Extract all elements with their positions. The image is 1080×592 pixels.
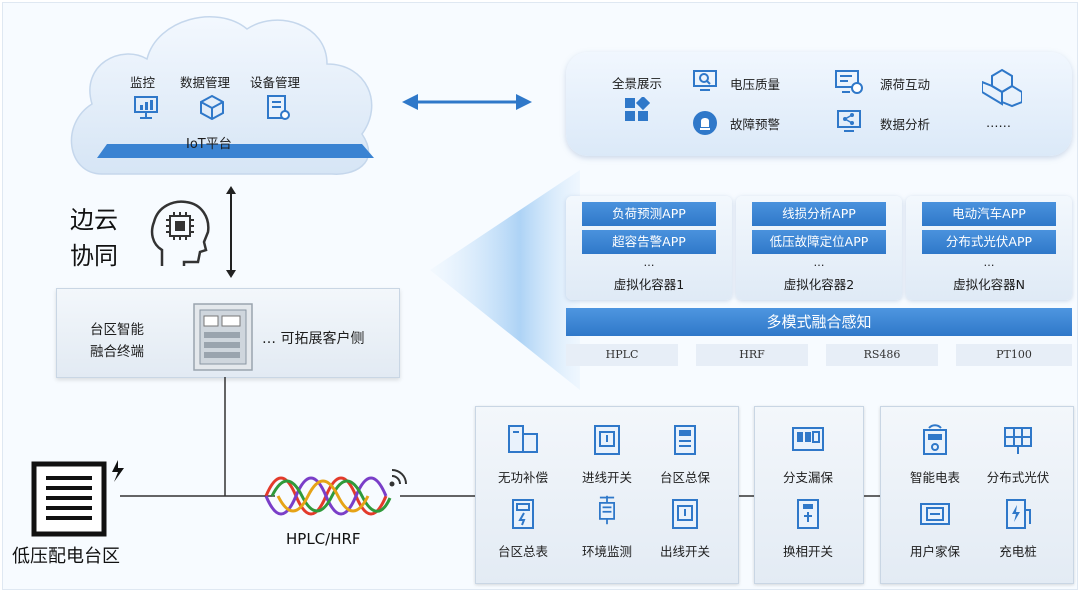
iot-platform-label: IoT平台	[186, 137, 232, 152]
terminal-label: 融合终端	[90, 344, 144, 360]
monitor-gear-icon	[835, 70, 863, 94]
protocol-label: HPLC	[566, 344, 678, 366]
meter-icon	[512, 499, 534, 529]
compensator-icon	[508, 425, 538, 453]
fusion-bar: 多模式融合感知	[566, 308, 1072, 336]
app-bar: 分布式光伏APP	[922, 230, 1056, 254]
sensor-icon	[599, 495, 615, 525]
app-bar: 负荷预测APP	[582, 202, 716, 226]
switch-icon	[672, 499, 698, 529]
home-protector-icon	[920, 503, 950, 525]
device-label: 台区总保	[659, 470, 710, 485]
charging-pile-icon	[1006, 499, 1031, 529]
edge-cloud-label: 边云	[70, 206, 118, 234]
protocol-label: PT100	[956, 344, 1072, 366]
device-group-3	[880, 406, 1074, 584]
virtual-container-2: 线损分析APP 低压故障定位APP … 虚拟化容器2	[736, 196, 902, 300]
protector-icon	[674, 425, 696, 455]
app-bar: 电动汽车APP	[922, 202, 1056, 226]
apps-panel	[566, 52, 1072, 156]
switch-icon	[594, 425, 620, 455]
cloud-item-label: 数据管理	[180, 75, 231, 90]
cubes-icon	[982, 68, 1022, 108]
app-bar: 超容告警APP	[582, 230, 716, 254]
cloud-shape	[70, 16, 374, 175]
monitor-search-icon	[693, 70, 717, 91]
alarm-bulb-icon	[693, 111, 717, 135]
device-label: 换相开关	[782, 544, 833, 559]
device-label: 出线开关	[659, 544, 710, 559]
terminal-cabinet-icon	[193, 303, 253, 371]
monitor-chart-icon	[134, 96, 158, 119]
ellipsis: …	[813, 256, 825, 269]
device-label: 智能电表	[909, 470, 960, 485]
apps-item-label: 源荷互动	[880, 77, 931, 92]
station-label: 低压配电台区	[12, 546, 120, 567]
device-label: 充电桩	[999, 544, 1037, 559]
cloud-item-label: 设备管理	[250, 75, 301, 90]
expand-label: … 可拓展客户侧	[262, 331, 365, 347]
bidirectional-arrow	[402, 94, 532, 110]
container-name: 虚拟化容器2	[783, 277, 855, 292]
ellipsis: …	[643, 256, 655, 269]
cube-icon	[200, 94, 224, 120]
app-bar: 线损分析APP	[752, 202, 886, 226]
apps-item-label: 数据分析	[880, 117, 931, 132]
signal-wave-icon	[264, 469, 407, 516]
device-label: 分布式光伏	[986, 470, 1050, 485]
ai-head-icon	[150, 200, 210, 266]
virtual-container-1: 负荷预测APP 超容告警APP … 虚拟化容器1	[566, 196, 732, 300]
device-label: 环境监测	[581, 544, 632, 559]
ellipsis: …	[983, 256, 995, 269]
apps-item-label: 全景展示	[612, 76, 663, 91]
protocol-label: RS486	[826, 344, 938, 366]
cloud-item-label: 监控	[130, 75, 156, 90]
container-name: 虚拟化容器1	[613, 277, 685, 292]
vertical-double-arrow	[226, 186, 236, 278]
smart-meter-icon	[923, 424, 947, 455]
grid-apps-icon	[625, 97, 650, 121]
device-label: 进线开关	[581, 470, 632, 485]
share-monitor-icon	[837, 110, 861, 132]
app-bar: 低压故障定位APP	[752, 230, 886, 254]
leakage-protector-icon	[792, 427, 824, 451]
container-name: 虚拟化容器N	[953, 277, 1025, 292]
substation-icon	[31, 460, 124, 537]
device-label: 台区总表	[497, 544, 548, 559]
device-label: 用户家保	[909, 544, 960, 559]
light-beam	[430, 170, 580, 390]
solar-panel-icon	[1004, 427, 1032, 454]
more-apps-label: ……	[986, 115, 1011, 130]
apps-item-label: 故障预警	[730, 117, 781, 132]
virtual-container-n: 电动汽车APP 分布式光伏APP … 虚拟化容器N	[906, 196, 1072, 300]
comm-label: HPLC/HRF	[286, 530, 361, 548]
document-gear-icon	[267, 95, 290, 120]
device-label: 无功补偿	[497, 470, 548, 485]
phase-switch-icon	[797, 499, 819, 529]
protocol-label: HRF	[696, 344, 808, 366]
terminal-label: 台区智能	[90, 322, 144, 338]
edge-cloud-label: 协同	[70, 242, 118, 270]
device-label: 分支漏保	[782, 470, 833, 485]
apps-item-label: 电压质量	[730, 77, 781, 92]
